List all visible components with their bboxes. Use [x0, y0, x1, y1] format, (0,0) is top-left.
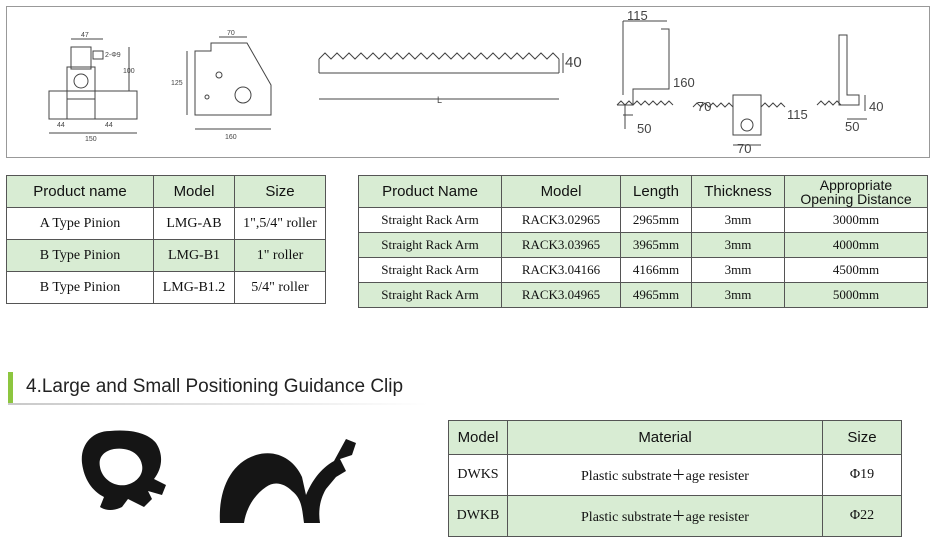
pinion-table-header: Product name Model Size — [6, 175, 326, 208]
arm-dim-right: 40 — [869, 99, 883, 114]
arm-dim-side: 115 — [787, 107, 808, 122]
rack-cell: 3mm — [691, 282, 785, 308]
rack-cell: 3965mm — [620, 232, 692, 258]
table-row: B Type Pinion LMG-B1 1" roller — [6, 239, 326, 272]
pinion-b-dim-base: 160 — [225, 134, 237, 141]
rack-dim-height: 40 — [565, 54, 582, 71]
table-row: Straight Rack Arm RACK3.04965 4965mm 3mm… — [358, 282, 928, 308]
rack-cell: 5000mm — [784, 282, 928, 308]
pinion-a-dim-hole: 2-Φ9 — [105, 52, 121, 59]
rack-cell: 3mm — [691, 207, 785, 233]
rack-cell: 4166mm — [620, 257, 692, 283]
arm-drawings: 115 160 50 70 115 70 40 50 — [616, 8, 883, 156]
clip-header-model: Model — [448, 420, 508, 455]
arm-dim-right-base: 50 — [845, 119, 859, 134]
arm-dim-bottom: 70 — [737, 141, 751, 156]
rack-cell: 4000mm — [784, 232, 928, 258]
pinion-cell: LMG-AB — [153, 207, 235, 240]
rack-header-opening-distance: Appropriate Opening Distance — [784, 175, 928, 208]
section-heading: 4.Large and Small Positioning Guidance C… — [8, 372, 428, 405]
pinion-cell: B Type Pinion — [6, 271, 154, 304]
arm-dim-top: 115 — [627, 8, 648, 23]
pinion-cell: B Type Pinion — [6, 239, 154, 272]
pinion-b-dim-top: 70 — [227, 30, 235, 37]
pinion-a-dim-base: 150 — [85, 136, 97, 143]
pinion-cell: 1" roller — [234, 239, 326, 272]
rack-cell: 3mm — [691, 257, 785, 283]
rack-drawing: 40 L — [318, 52, 582, 105]
table-row: Straight Rack Arm RACK3.02965 2965mm 3mm… — [358, 207, 928, 233]
clip-cell: Plastic substrate＋age resister — [507, 495, 823, 537]
table-row: B Type Pinion LMG-B1.2 5/4" roller — [6, 271, 326, 304]
table-row: DWKB Plastic substrate＋age resister Φ22 — [448, 495, 902, 537]
pinion-header-product-name: Product name — [6, 175, 154, 208]
rack-cell: Straight Rack Arm — [358, 207, 502, 233]
rack-cell: Straight Rack Arm — [358, 232, 502, 258]
arm-dim-left: 70 — [697, 99, 711, 114]
arm-dim-base: 50 — [637, 121, 651, 136]
pinion-cell: LMG-B1.2 — [153, 271, 235, 304]
clip-images — [70, 425, 360, 535]
technical-drawings-panel: 47 2-Φ9 100 44 44 150 70 125 160 — [6, 6, 930, 158]
clip-cell: Plastic substrate＋age resister — [507, 454, 823, 496]
clip-header-material: Material — [507, 420, 823, 455]
rack-header-opening-line2: Opening Distance — [800, 190, 912, 207]
rack-cell: RACK3.02965 — [501, 207, 621, 233]
rack-cell: 3000mm — [784, 207, 928, 233]
pinion-b-dim-height: 125 — [171, 80, 183, 87]
section-title: 4.Large and Small Positioning Guidance C… — [26, 376, 404, 397]
rack-cell: RACK3.04166 — [501, 257, 621, 283]
clip-table-header: Model Material Size — [448, 420, 902, 455]
table-row: DWKS Plastic substrate＋age resister Φ19 — [448, 454, 902, 496]
pinion-a-dim-height: 100 — [123, 68, 135, 75]
clip-cell: DWKB — [448, 495, 508, 537]
large-clip-image — [219, 439, 356, 523]
rack-cell: 3mm — [691, 232, 785, 258]
pinion-cell: LMG-B1 — [153, 239, 235, 272]
pinion-a-drawing: 47 2-Φ9 100 44 44 150 — [48, 32, 138, 143]
pinion-b-drawing: 70 125 160 — [171, 30, 272, 141]
pinion-a-dim-left: 44 — [57, 122, 65, 129]
rack-cell: 4500mm — [784, 257, 928, 283]
small-clip-image — [81, 430, 166, 510]
technical-drawings: 47 2-Φ9 100 44 44 150 70 125 160 — [48, 8, 883, 156]
clip-cell: Φ22 — [822, 495, 902, 537]
rack-cell: 2965mm — [620, 207, 692, 233]
pinion-a-dim-width: 47 — [81, 32, 89, 39]
clip-cell: Φ19 — [822, 454, 902, 496]
pinion-cell: A Type Pinion — [6, 207, 154, 240]
table-row: Straight Rack Arm RACK3.03965 3965mm 3mm… — [358, 232, 928, 258]
rack-header-length: Length — [620, 175, 692, 208]
pinion-table: Product name Model Size A Type Pinion LM… — [6, 175, 326, 304]
pinion-cell: 5/4" roller — [234, 271, 326, 304]
rack-table-header: Product Name Model Length Thickness Appr… — [358, 175, 928, 208]
rack-header-model: Model — [501, 175, 621, 208]
pinion-header-model: Model — [153, 175, 235, 208]
rack-table: Product Name Model Length Thickness Appr… — [358, 175, 928, 308]
rack-cell: 4965mm — [620, 282, 692, 308]
clip-header-size: Size — [822, 420, 902, 455]
pinion-a-dim-right: 44 — [105, 122, 113, 129]
table-row: A Type Pinion LMG-AB 1",5/4" roller — [6, 207, 326, 240]
pinion-cell: 1",5/4" roller — [234, 207, 326, 240]
clip-cell: DWKS — [448, 454, 508, 496]
table-row: Straight Rack Arm RACK3.04166 4166mm 3mm… — [358, 257, 928, 283]
rack-header-opening-line1: Appropriate — [819, 176, 893, 193]
pinion-header-size: Size — [234, 175, 326, 208]
rack-cell: Straight Rack Arm — [358, 282, 502, 308]
section-accent-bar — [8, 372, 13, 404]
rack-dim-length: L — [437, 95, 442, 105]
rack-cell: RACK3.03965 — [501, 232, 621, 258]
rack-header-product-name: Product Name — [358, 175, 502, 208]
arm-dim-height: 160 — [673, 75, 695, 90]
clip-illustration — [81, 430, 356, 523]
rack-cell: Straight Rack Arm — [358, 257, 502, 283]
section-underline — [8, 403, 428, 405]
rack-cell: RACK3.04965 — [501, 282, 621, 308]
clip-table: Model Material Size DWKS Plastic substra… — [448, 420, 902, 537]
rack-header-thickness: Thickness — [691, 175, 785, 208]
